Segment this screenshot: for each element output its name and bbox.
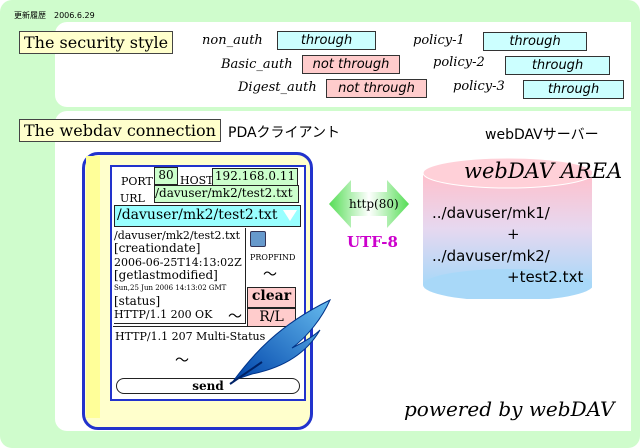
powered-by: powered by webDAV [404, 397, 615, 421]
server-path-1: ../davuser/mk1/ [432, 204, 550, 222]
url-input[interactable]: /davuser/mk2/test2.txt [154, 185, 299, 203]
response-tilde: 〜 [228, 309, 242, 325]
status-line: HTTP/1.1 207 Multi-Status [115, 330, 266, 343]
response-line-3: 2006-06-25T14:13:02Z [114, 256, 242, 269]
connection-title: The webdav connection [19, 119, 221, 142]
response-line-4: [getlastmodified] [114, 268, 218, 282]
status-policy-1: through [483, 32, 587, 51]
response-line-6: [status] [114, 294, 161, 308]
pda-side-strip [86, 156, 100, 418]
server-plus: + [507, 225, 520, 243]
server-path-2: ../davuser/mk2/ [432, 247, 550, 265]
status-policy-2: through [505, 56, 610, 75]
propfind-label: PROPFIND [250, 253, 296, 262]
status-policy-3: through [523, 80, 624, 99]
send-button[interactable]: send [116, 378, 300, 394]
port-input[interactable]: 80 [154, 167, 178, 185]
encoding-label: UTF-8 [347, 233, 398, 251]
label-policy-1: policy-1 [413, 33, 465, 48]
url-label: URL [120, 192, 145, 205]
label-policy-2: policy-2 [433, 55, 485, 70]
security-title: The security style [19, 31, 174, 54]
server-label: webDAVサーバー [485, 127, 599, 143]
dropdown-arrow-icon [283, 210, 297, 221]
status-area [113, 326, 301, 377]
rl-button[interactable]: R/L [247, 308, 296, 327]
response-line-1: /davuser/mk2/test2.txt [114, 229, 241, 242]
label-non-auth: non_auth [202, 33, 263, 48]
response-line-5: Sun,25 Jun 2006 14:13:02 GMT [114, 284, 227, 292]
path-select[interactable]: /davuser/mk2/test2.txt [114, 205, 301, 227]
status-non-auth: through [277, 31, 376, 50]
response-area [114, 228, 246, 324]
label-basic-auth: Basic_auth [221, 57, 293, 72]
bidirectional-arrow-icon [329, 180, 409, 228]
status-digest-auth: not through [326, 79, 427, 98]
status-basic-auth: not through [302, 55, 400, 74]
port-label: PORT [121, 175, 153, 188]
propfind-icon[interactable] [250, 231, 266, 247]
version-note: 更新履歴 2006.6.29 [14, 11, 95, 20]
server-file: +test2.txt [507, 268, 584, 286]
clear-button[interactable]: clear [247, 287, 296, 308]
client-label: PDAクライアント [228, 125, 340, 141]
protocol-label: http(80) [349, 197, 399, 211]
response-line-2: [creationdate] [114, 241, 201, 255]
feather-pen-icon [229, 298, 332, 385]
path-select-value: /davuser/mk2/test2.txt [117, 207, 278, 223]
host-input[interactable]: 192.168.0.11 [212, 168, 298, 186]
response-line-7: HTTP/1.1 200 OK [114, 308, 213, 321]
label-digest-auth: Digest_auth [238, 80, 317, 95]
webdav-database-icon [422, 157, 592, 299]
area-title: webDAV AREA [464, 159, 623, 183]
label-policy-3: policy-3 [453, 79, 505, 94]
status-tilde: 〜 [175, 353, 189, 369]
propfind-tilde: 〜 [263, 267, 277, 283]
host-label: HOST [180, 174, 214, 187]
